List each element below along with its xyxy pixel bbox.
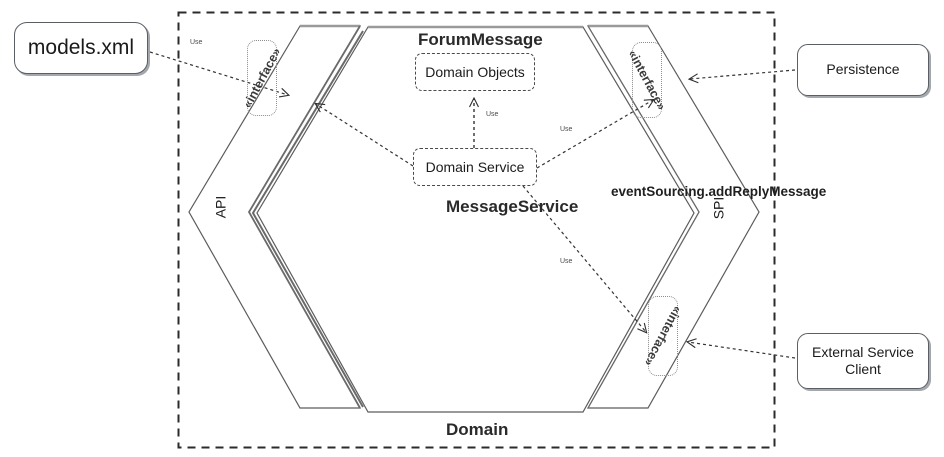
use-label-models: Use (190, 39, 203, 46)
domain-service-box[interactable]: Domain Service (413, 148, 537, 186)
forum-message-label: ForumMessage (418, 30, 543, 49)
interface-spi-top[interactable]: «interface» (625, 42, 669, 118)
event-sourcing-label: eventSourcing.addReplyMessage (611, 184, 827, 199)
persistence-box[interactable]: Persistence (797, 44, 929, 96)
hexagon-inner-accent-left (251, 30, 364, 408)
use-label-spi-bottom: Use (560, 258, 573, 265)
interface-api-top[interactable]: «interface» (240, 40, 284, 116)
hexagon-outer-accent-right-edge (587, 25, 700, 409)
use-label-domain-objects: Use (486, 111, 499, 118)
connector-persistence-to-spi-interface (690, 69, 796, 79)
connector-service-to-spi-interface-bottom (522, 185, 646, 332)
spi-port-label: SPI (710, 196, 727, 220)
domain-objects-box[interactable]: Domain Objects (415, 53, 535, 91)
models-xml-box[interactable]: models.xml (14, 22, 148, 74)
hexagon-outer-accent-left-edge (247, 25, 361, 409)
interface-spi-bottom[interactable]: «interface» (641, 296, 685, 376)
domain-boundary-label: Domain (446, 420, 509, 439)
connector-models-to-api-interface (149, 51, 288, 95)
external-service-client-box[interactable]: External Service Client (797, 333, 929, 389)
message-service-label: MessageService (446, 197, 579, 216)
system-boundary (177, 11, 776, 449)
api-port-label: API (212, 195, 229, 219)
connector-service-to-spi-interface-top (536, 100, 653, 169)
connector-service-to-api-interface (316, 104, 414, 167)
connector-client-to-spi-interface (688, 342, 796, 359)
use-label-spi-top: Use (560, 126, 573, 133)
